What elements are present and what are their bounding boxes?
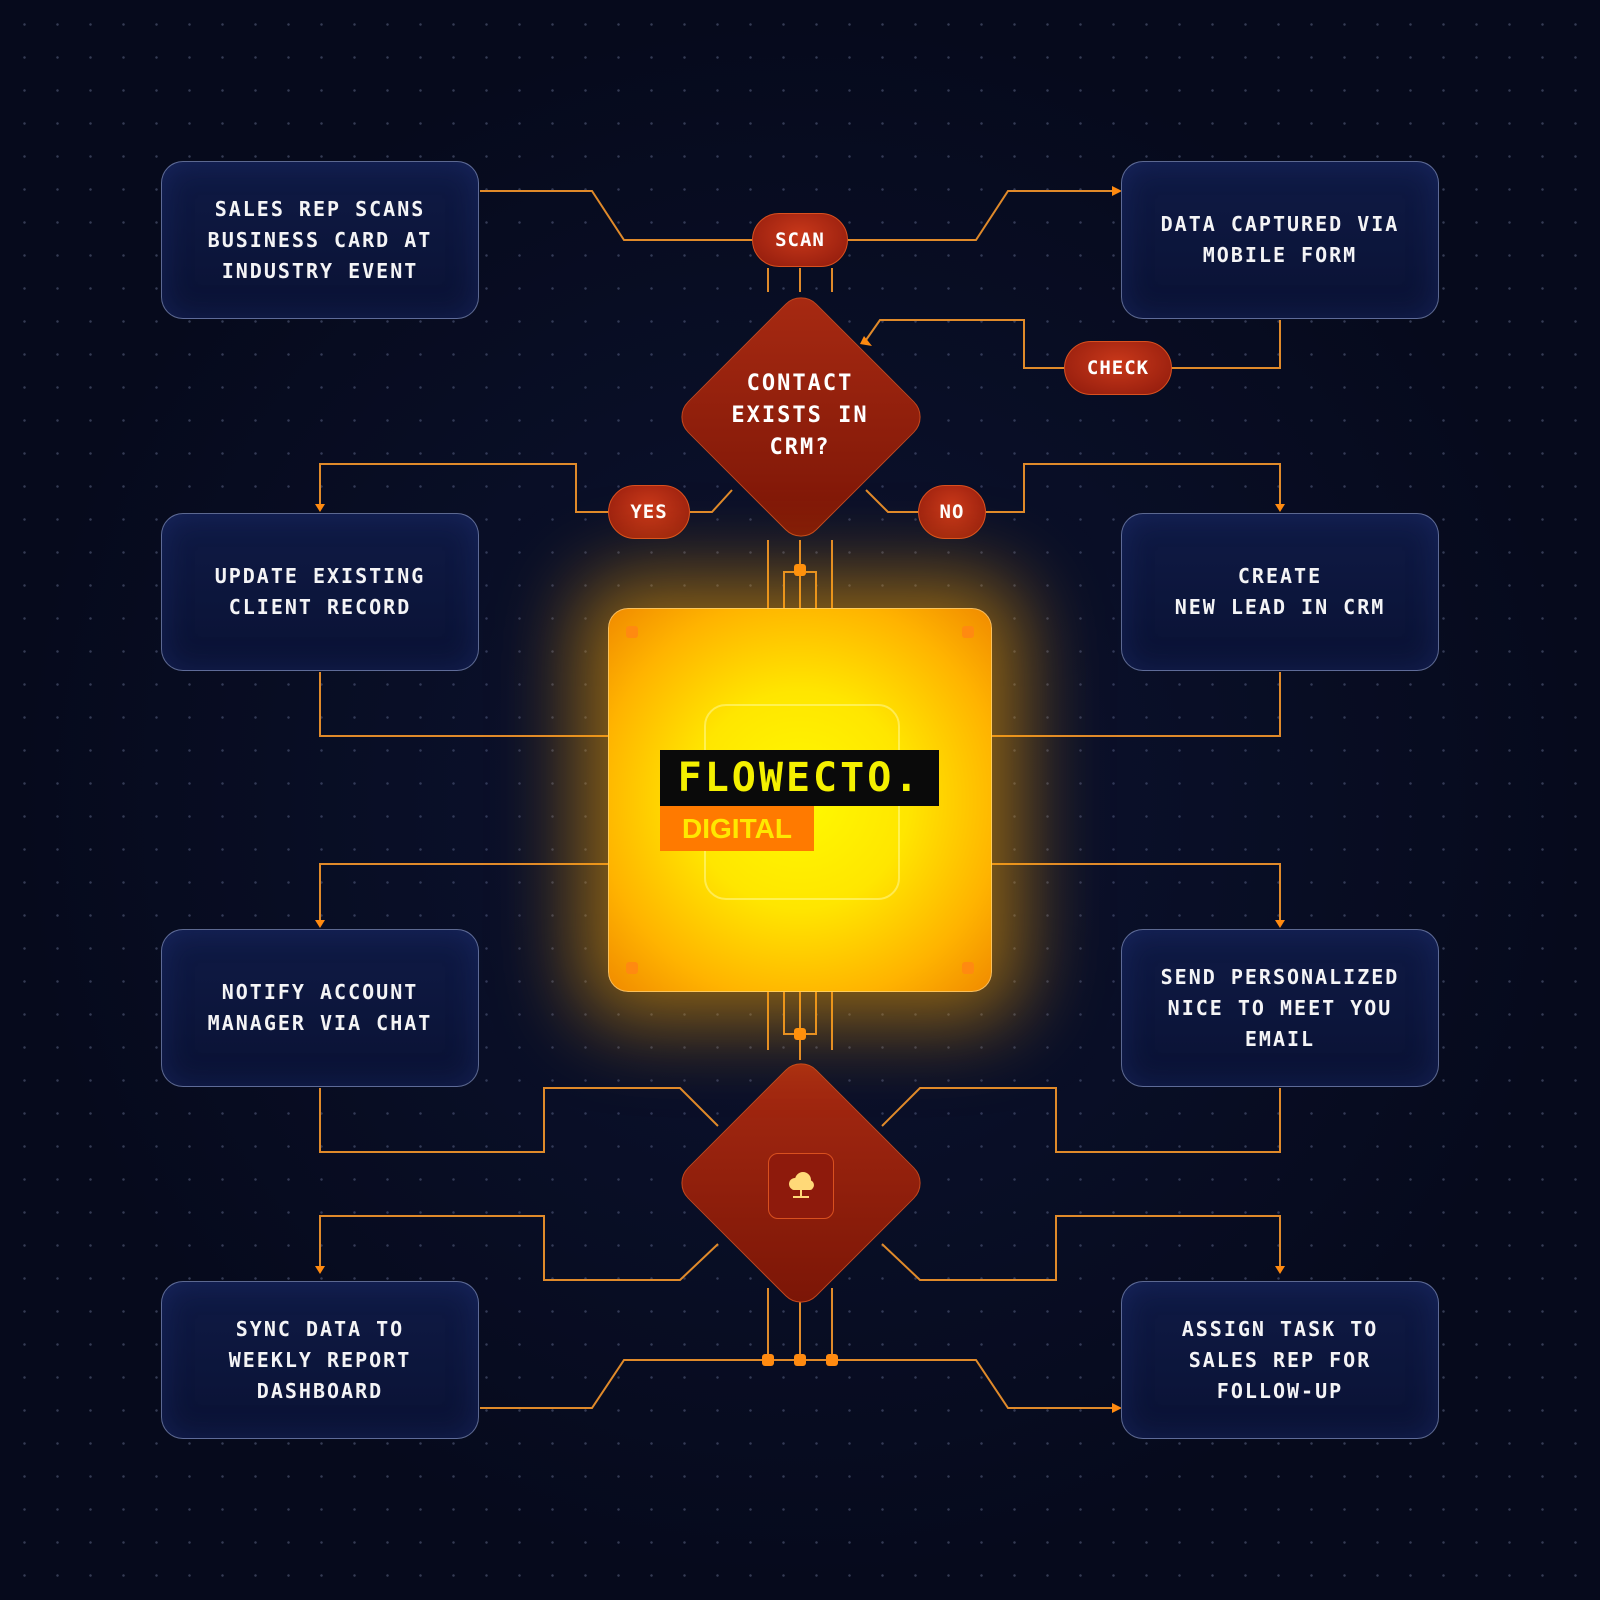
hub-corner-dot <box>626 962 638 974</box>
step-update-record: UPDATE EXISTING CLIENT RECORD <box>161 513 479 671</box>
label-scan: SCAN <box>752 213 848 267</box>
step-sync-data: SYNC DATA TO WEEKLY REPORT DASHBOARD <box>161 1281 479 1439</box>
hub-corner-dot <box>962 962 974 974</box>
step-create-lead: CREATE NEW LEAD IN CRM <box>1121 513 1439 671</box>
hub-corner-dot <box>626 626 638 638</box>
label-check: CHECK <box>1064 341 1172 395</box>
label-no: NO <box>918 485 986 539</box>
cloud-network-icon <box>768 1153 834 1219</box>
step-scan-card: SALES REP SCANS BUSINESS CARD AT INDUSTR… <box>161 161 479 319</box>
brand-logo-secondary: DIGITAL <box>660 806 814 851</box>
step-send-email: SEND PERSONALIZED NICE TO MEET YOU EMAIL <box>1121 929 1439 1087</box>
step-notify-manager: NOTIFY ACCOUNT MANAGER VIA CHAT <box>161 929 479 1087</box>
decision-label: CONTACT EXISTS IN CRM? <box>731 371 869 460</box>
brand-logo-primary: FLOWECTO. <box>660 750 939 806</box>
hub-corner-dot <box>962 626 974 638</box>
step-assign-task: ASSIGN TASK TO SALES REP FOR FOLLOW-UP <box>1121 1281 1439 1439</box>
label-yes: YES <box>608 485 690 539</box>
step-data-captured: DATA CAPTURED VIA MOBILE FORM <box>1121 161 1439 319</box>
